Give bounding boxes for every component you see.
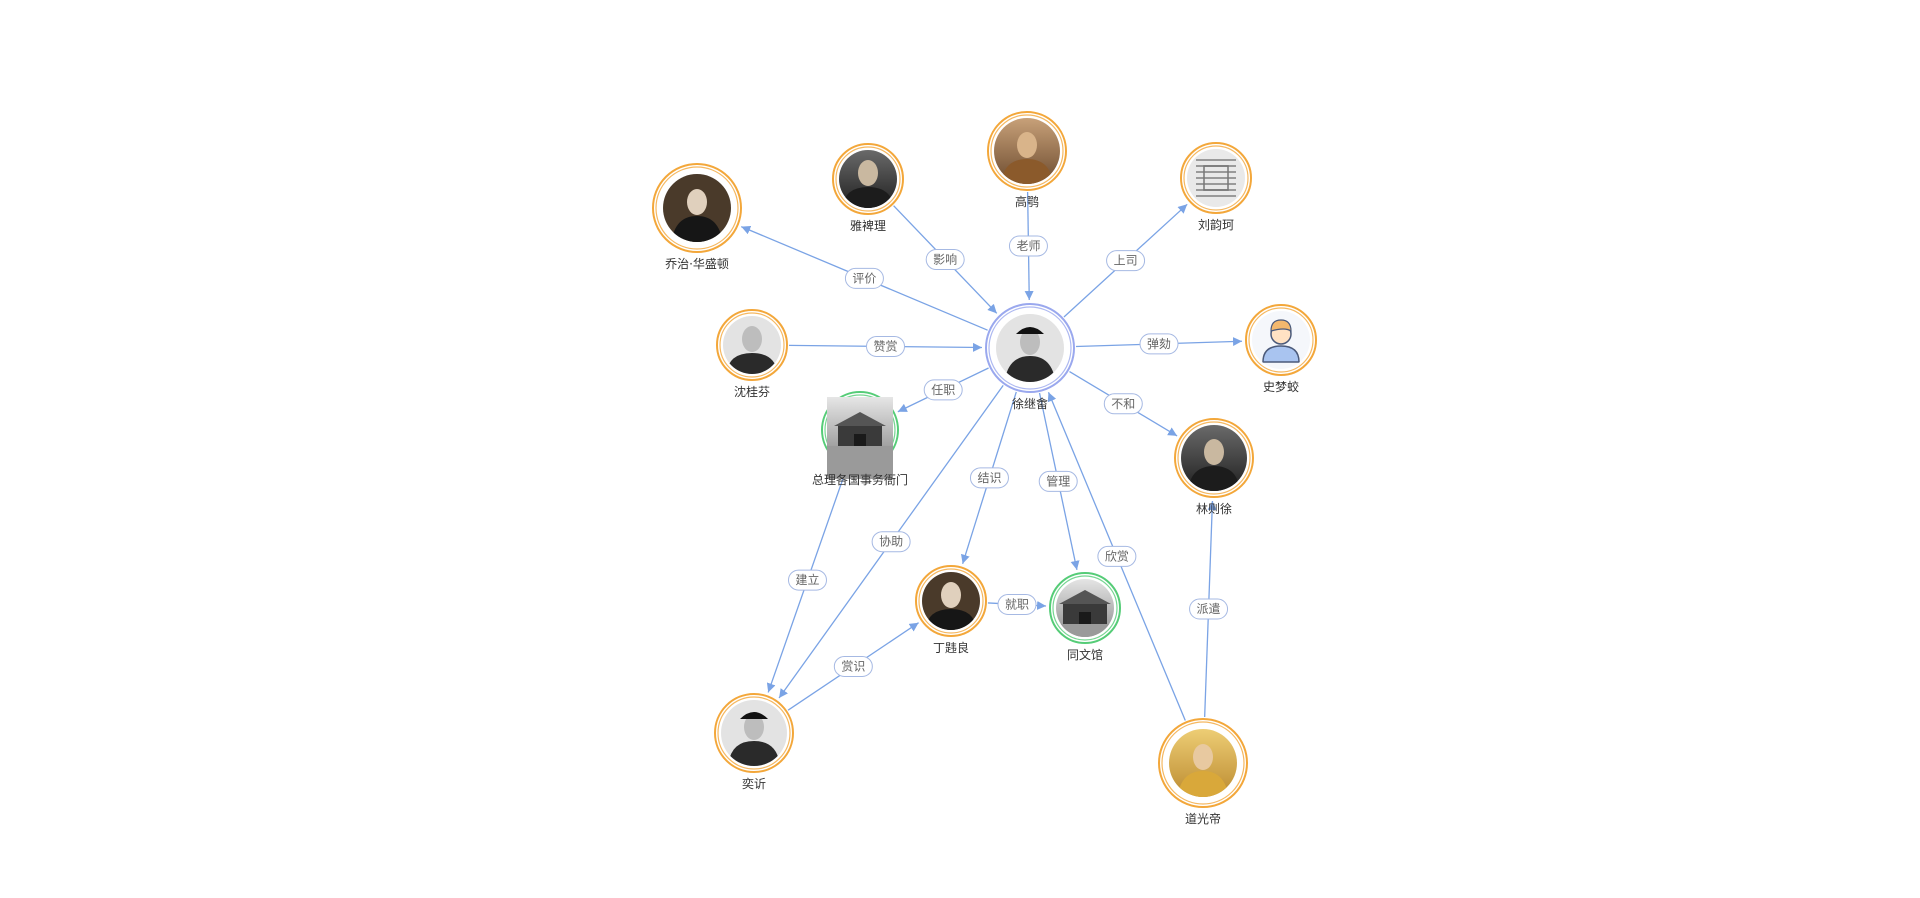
generic-user-icon	[1252, 311, 1310, 369]
edge-label: 赏识	[841, 659, 865, 673]
portrait-photo-icon	[721, 700, 787, 766]
edge-xu-linzexu[interactable]: 不和	[1069, 371, 1178, 437]
edge-label-pill	[969, 467, 1009, 489]
edge-xu-dingweiliang[interactable]: 结识	[961, 391, 1017, 564]
building-photo-icon	[1056, 579, 1114, 637]
edge-xu-tongwenguan[interactable]: 管理	[1038, 392, 1080, 570]
edge-dingweiliang-tongwenguan[interactable]: 就职	[987, 593, 1047, 615]
edge-label-pill	[1106, 250, 1146, 272]
node-label: 奕䜣	[742, 776, 766, 791]
edge-label-pill	[1189, 598, 1229, 620]
edge-label: 不和	[1111, 397, 1135, 411]
node-label: 沈桂芬	[734, 384, 770, 399]
edge-label-pill	[787, 569, 827, 591]
edge-label-pill	[833, 655, 873, 677]
node-label: 乔治·华盛顿	[665, 256, 729, 271]
document-photo-icon	[1187, 149, 1245, 207]
node-dingweiliang[interactable]: 丁韪良	[915, 565, 987, 655]
edge-label-pill	[1139, 333, 1179, 355]
edge-label-pill	[923, 379, 963, 401]
edge-zongli-yixin[interactable]: 建立	[766, 467, 848, 693]
node-linzexu[interactable]: 林则徐	[1174, 418, 1254, 516]
edge-label: 任职	[931, 383, 955, 397]
node-zongli[interactable]: 总理各国事务衙门	[812, 391, 908, 487]
edge-yixin-dingweiliang[interactable]: 赏识	[787, 622, 919, 711]
portrait-photo-icon	[1169, 729, 1237, 797]
edge-label-pill	[997, 593, 1037, 615]
node-label: 道光帝	[1185, 811, 1221, 826]
edge-xu-liuyunke[interactable]: 上司	[1063, 203, 1188, 318]
node-yabili[interactable]: 雅裨理	[832, 143, 904, 233]
edge-label-pill	[925, 249, 965, 271]
edge-label: 就职	[1005, 597, 1029, 611]
edge-xu-zongli[interactable]: 任职	[897, 367, 989, 413]
node-label: 林则徐	[1196, 501, 1232, 516]
edge-label: 管理	[1046, 473, 1070, 488]
edge-daoguang-linzexu[interactable]: 派遣	[1189, 500, 1229, 718]
portrait-photo-icon	[994, 118, 1060, 184]
edge-label: 影响	[933, 252, 957, 267]
node-washington[interactable]: 乔治·华盛顿	[652, 163, 742, 271]
edge-label: 欣赏	[1105, 549, 1129, 563]
node-label: 丁韪良	[933, 640, 969, 655]
edge-xu-shimengjiao[interactable]: 弹劾	[1075, 333, 1243, 355]
edge-label-pill	[1097, 545, 1137, 567]
edge-label: 建立	[795, 572, 819, 587]
node-label: 史梦蛟	[1263, 379, 1299, 394]
portrait-photo-icon	[723, 316, 781, 374]
node-label: 总理各国事务衙门	[812, 472, 908, 487]
node-shenguifen[interactable]: 沈桂芬	[716, 309, 788, 399]
portrait-photo-icon	[839, 150, 897, 208]
node-label: 刘韵珂	[1198, 217, 1234, 232]
node-gaoe[interactable]: 高鹗	[987, 111, 1067, 209]
edge-label: 派遣	[1197, 601, 1221, 616]
edge-xu-yixin[interactable]: 协助	[778, 385, 1004, 699]
node-label: 同文馆	[1067, 647, 1103, 662]
portrait-photo-icon	[996, 314, 1064, 382]
node-yixin[interactable]: 奕䜣	[714, 693, 794, 791]
portrait-photo-icon	[663, 174, 731, 242]
edge-label: 弹劾	[1147, 336, 1171, 351]
edge-xu-washington[interactable]: 评价	[740, 225, 988, 331]
edge-yabili-xu[interactable]: 影响	[893, 205, 998, 314]
edge-label-pill	[871, 531, 911, 553]
node-label: 徐继畬	[1012, 396, 1048, 411]
edge-label: 结识	[977, 471, 1001, 485]
edge-label-pill	[1038, 470, 1078, 492]
portrait-photo-icon	[922, 572, 980, 630]
edge-daoguang-xu[interactable]: 欣赏	[1047, 392, 1186, 721]
edge-label-pill	[844, 267, 884, 289]
edge-gaoe-xu[interactable]: 老师	[1008, 191, 1048, 301]
node-label: 雅裨理	[850, 218, 886, 233]
node-xu[interactable]: 徐继畬	[985, 303, 1075, 411]
edge-label-pill	[866, 335, 906, 357]
node-shimengjiao[interactable]: 史梦蛟	[1245, 304, 1317, 394]
edge-label: 评价	[852, 271, 876, 285]
edge-label: 老师	[1016, 239, 1040, 253]
edge-label: 上司	[1114, 254, 1138, 268]
building-photo-icon	[827, 397, 893, 479]
node-tongwenguan[interactable]: 同文馆	[1049, 572, 1121, 662]
edge-label-pill	[1103, 393, 1143, 415]
edge-label: 协助	[879, 534, 903, 549]
edge-label-pill	[1008, 235, 1048, 257]
edge-shenguifen-xu[interactable]: 赞赏	[788, 335, 983, 357]
node-daoguang[interactable]: 道光帝	[1158, 718, 1248, 826]
portrait-photo-icon	[1181, 425, 1247, 491]
node-label: 高鹗	[1015, 194, 1039, 209]
node-liuyunke[interactable]: 刘韵珂	[1180, 142, 1252, 232]
edge-label: 赞赏	[873, 339, 897, 353]
